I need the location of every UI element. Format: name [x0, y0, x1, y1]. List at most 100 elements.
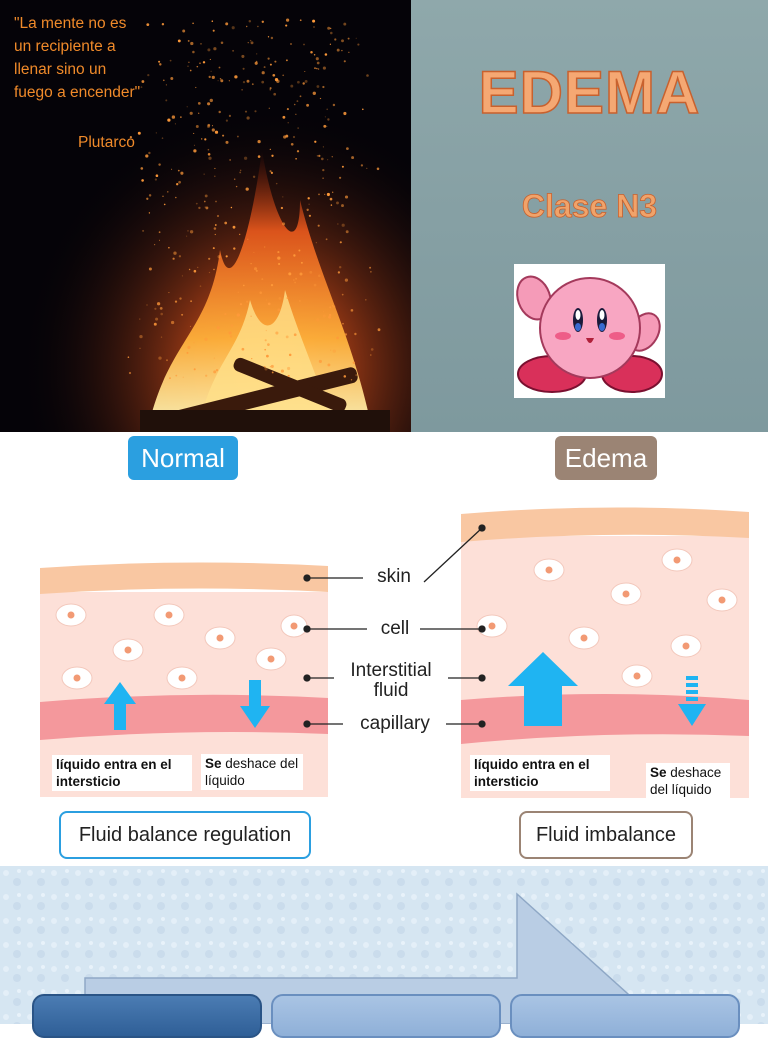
spark: [209, 98, 213, 103]
spark: [186, 235, 188, 237]
spark: [369, 266, 372, 269]
spark: [236, 135, 239, 138]
spark: [306, 208, 309, 212]
spark: [280, 206, 284, 210]
spark: [299, 300, 301, 302]
spark: [196, 65, 199, 68]
spark: [208, 257, 211, 260]
spark: [253, 267, 258, 271]
spark: [245, 187, 249, 191]
arrow-down-dashed-icon: [678, 676, 706, 726]
spark: [295, 113, 297, 115]
spark: [297, 80, 300, 84]
spark: [315, 57, 319, 61]
arrow-up-small-icon: [104, 682, 136, 730]
spark: [268, 107, 270, 109]
spark: [366, 167, 368, 169]
spark: [265, 299, 267, 301]
spark: [341, 49, 343, 52]
spark: [203, 173, 205, 175]
spark: [147, 73, 150, 77]
spark: [296, 100, 299, 102]
spark: [208, 75, 211, 79]
spark: [346, 147, 349, 150]
spark: [234, 75, 238, 79]
spark: [341, 293, 344, 296]
spark: [351, 309, 353, 311]
spark: [318, 154, 321, 158]
spark: [339, 176, 342, 179]
spark: [288, 353, 292, 357]
spark: [154, 178, 158, 181]
spark: [343, 22, 347, 26]
process-step-3[interactable]: [510, 994, 740, 1038]
spark: [293, 333, 297, 337]
spark: [181, 313, 184, 316]
spark: [128, 371, 132, 375]
kirby-character-illustration: [516, 275, 663, 393]
spark: [225, 119, 228, 122]
spark: [254, 61, 258, 65]
fluid-imbalance-box: Fluid imbalance: [519, 811, 693, 859]
spark: [159, 63, 162, 66]
spark: [265, 329, 267, 332]
spark: [308, 203, 310, 205]
spark: [141, 80, 145, 83]
spark: [266, 354, 269, 358]
spark: [142, 229, 145, 232]
spark: [304, 79, 308, 83]
spark: [334, 38, 337, 41]
spark: [249, 39, 252, 42]
spark: [299, 19, 302, 22]
spark: [155, 132, 157, 134]
spark: [317, 274, 321, 278]
spark: [318, 193, 320, 196]
spark: [148, 151, 151, 155]
spark: [337, 271, 341, 274]
spark: [247, 238, 249, 240]
spark: [228, 114, 231, 117]
spark: [198, 206, 201, 210]
spark: [187, 345, 191, 349]
spark: [316, 155, 319, 157]
process-step-2[interactable]: [271, 994, 501, 1038]
spark: [264, 367, 268, 371]
spark: [322, 314, 326, 318]
left-fluid-in-label: líquido entra en el intersticio: [52, 755, 192, 791]
spark: [327, 118, 330, 121]
title-slide: "La mente no es un recipiente a llenar s…: [0, 0, 768, 432]
spark: [299, 272, 303, 276]
spark: [362, 108, 364, 111]
spark: [241, 88, 243, 91]
spark: [179, 297, 182, 300]
spark: [256, 53, 258, 55]
spark: [174, 123, 176, 125]
spark: [158, 231, 161, 234]
spark: [235, 185, 238, 188]
spark: [270, 36, 274, 40]
spark: [283, 135, 287, 139]
spark: [322, 311, 325, 313]
spark: [171, 115, 176, 119]
spark: [314, 140, 317, 143]
spark: [313, 54, 316, 56]
spark: [336, 336, 339, 340]
spark: [246, 116, 250, 120]
spark: [211, 75, 215, 79]
spark: [324, 53, 328, 56]
spark: [199, 285, 202, 287]
spark: [129, 135, 133, 139]
spark: [207, 48, 211, 52]
spark: [178, 180, 181, 184]
spark: [225, 22, 229, 26]
spark: [171, 168, 173, 170]
spark: [329, 306, 332, 309]
process-step-1[interactable]: [32, 994, 262, 1038]
spark: [146, 23, 150, 26]
spark: [222, 134, 225, 137]
spark: [355, 373, 358, 377]
spark: [214, 167, 216, 170]
spark: [345, 230, 349, 234]
spark: [338, 265, 342, 269]
spark: [355, 37, 357, 39]
